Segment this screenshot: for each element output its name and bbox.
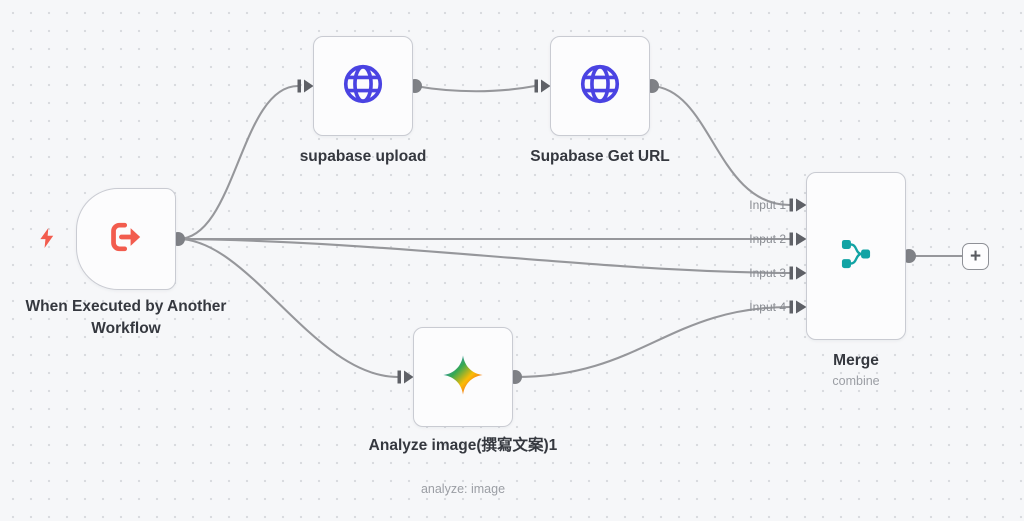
- merge-input3-label: Input 3: [749, 266, 786, 280]
- node-merge[interactable]: [806, 172, 906, 340]
- merge-input1-label: Input 1: [749, 198, 786, 212]
- lightning-bolt-icon[interactable]: [40, 228, 54, 248]
- arrow-right-from-bracket-icon: [105, 216, 147, 263]
- node-label-analyze-image: Analyze image(撰寫文案)1: [368, 437, 558, 454]
- globe-icon: [577, 61, 623, 112]
- gemini-star-icon: [440, 352, 486, 403]
- node-label-supabase-upload: supabase upload: [299, 148, 427, 165]
- node-label-trigger: When Executed by Another Workflow: [25, 298, 227, 338]
- add-node-button[interactable]: +: [962, 243, 989, 270]
- node-subtitle-merge: combine: [832, 374, 880, 388]
- node-analyze-image[interactable]: [413, 327, 513, 427]
- node-subtitle-analyze-image: analyze: image: [420, 482, 506, 496]
- input-endpoint-supabase-upload[interactable]: [297, 79, 314, 93]
- merge-combine-icon: [838, 236, 874, 277]
- node-label-merge: Merge: [833, 352, 879, 369]
- globe-icon: [340, 61, 386, 112]
- merge-input2-label: Input 2: [749, 232, 786, 246]
- node-label-supabase-get-url: Supabase Get URL: [530, 148, 670, 165]
- input-endpoint-merge-input1[interactable]: [789, 198, 807, 212]
- node-supabase-upload[interactable]: [313, 36, 413, 136]
- input-endpoint-merge-input4[interactable]: [789, 300, 807, 314]
- input-endpoint-merge-input2[interactable]: [789, 232, 807, 246]
- input-endpoint-merge-input3[interactable]: [789, 266, 807, 280]
- node-when-executed-by-another-workflow[interactable]: [76, 188, 176, 290]
- edge-supabase-upload-to-get-url[interactable]: [414, 84, 536, 93]
- node-supabase-get-url[interactable]: [550, 36, 650, 136]
- input-endpoint-get-url[interactable]: [534, 79, 551, 93]
- edge-trigger-to-merge-input3[interactable]: [177, 237, 791, 275]
- edge-analyze-image-to-merge-input4[interactable]: [514, 305, 791, 379]
- merge-input4-label: Input 4: [749, 300, 786, 314]
- input-endpoint-analyze-image[interactable]: [397, 370, 414, 384]
